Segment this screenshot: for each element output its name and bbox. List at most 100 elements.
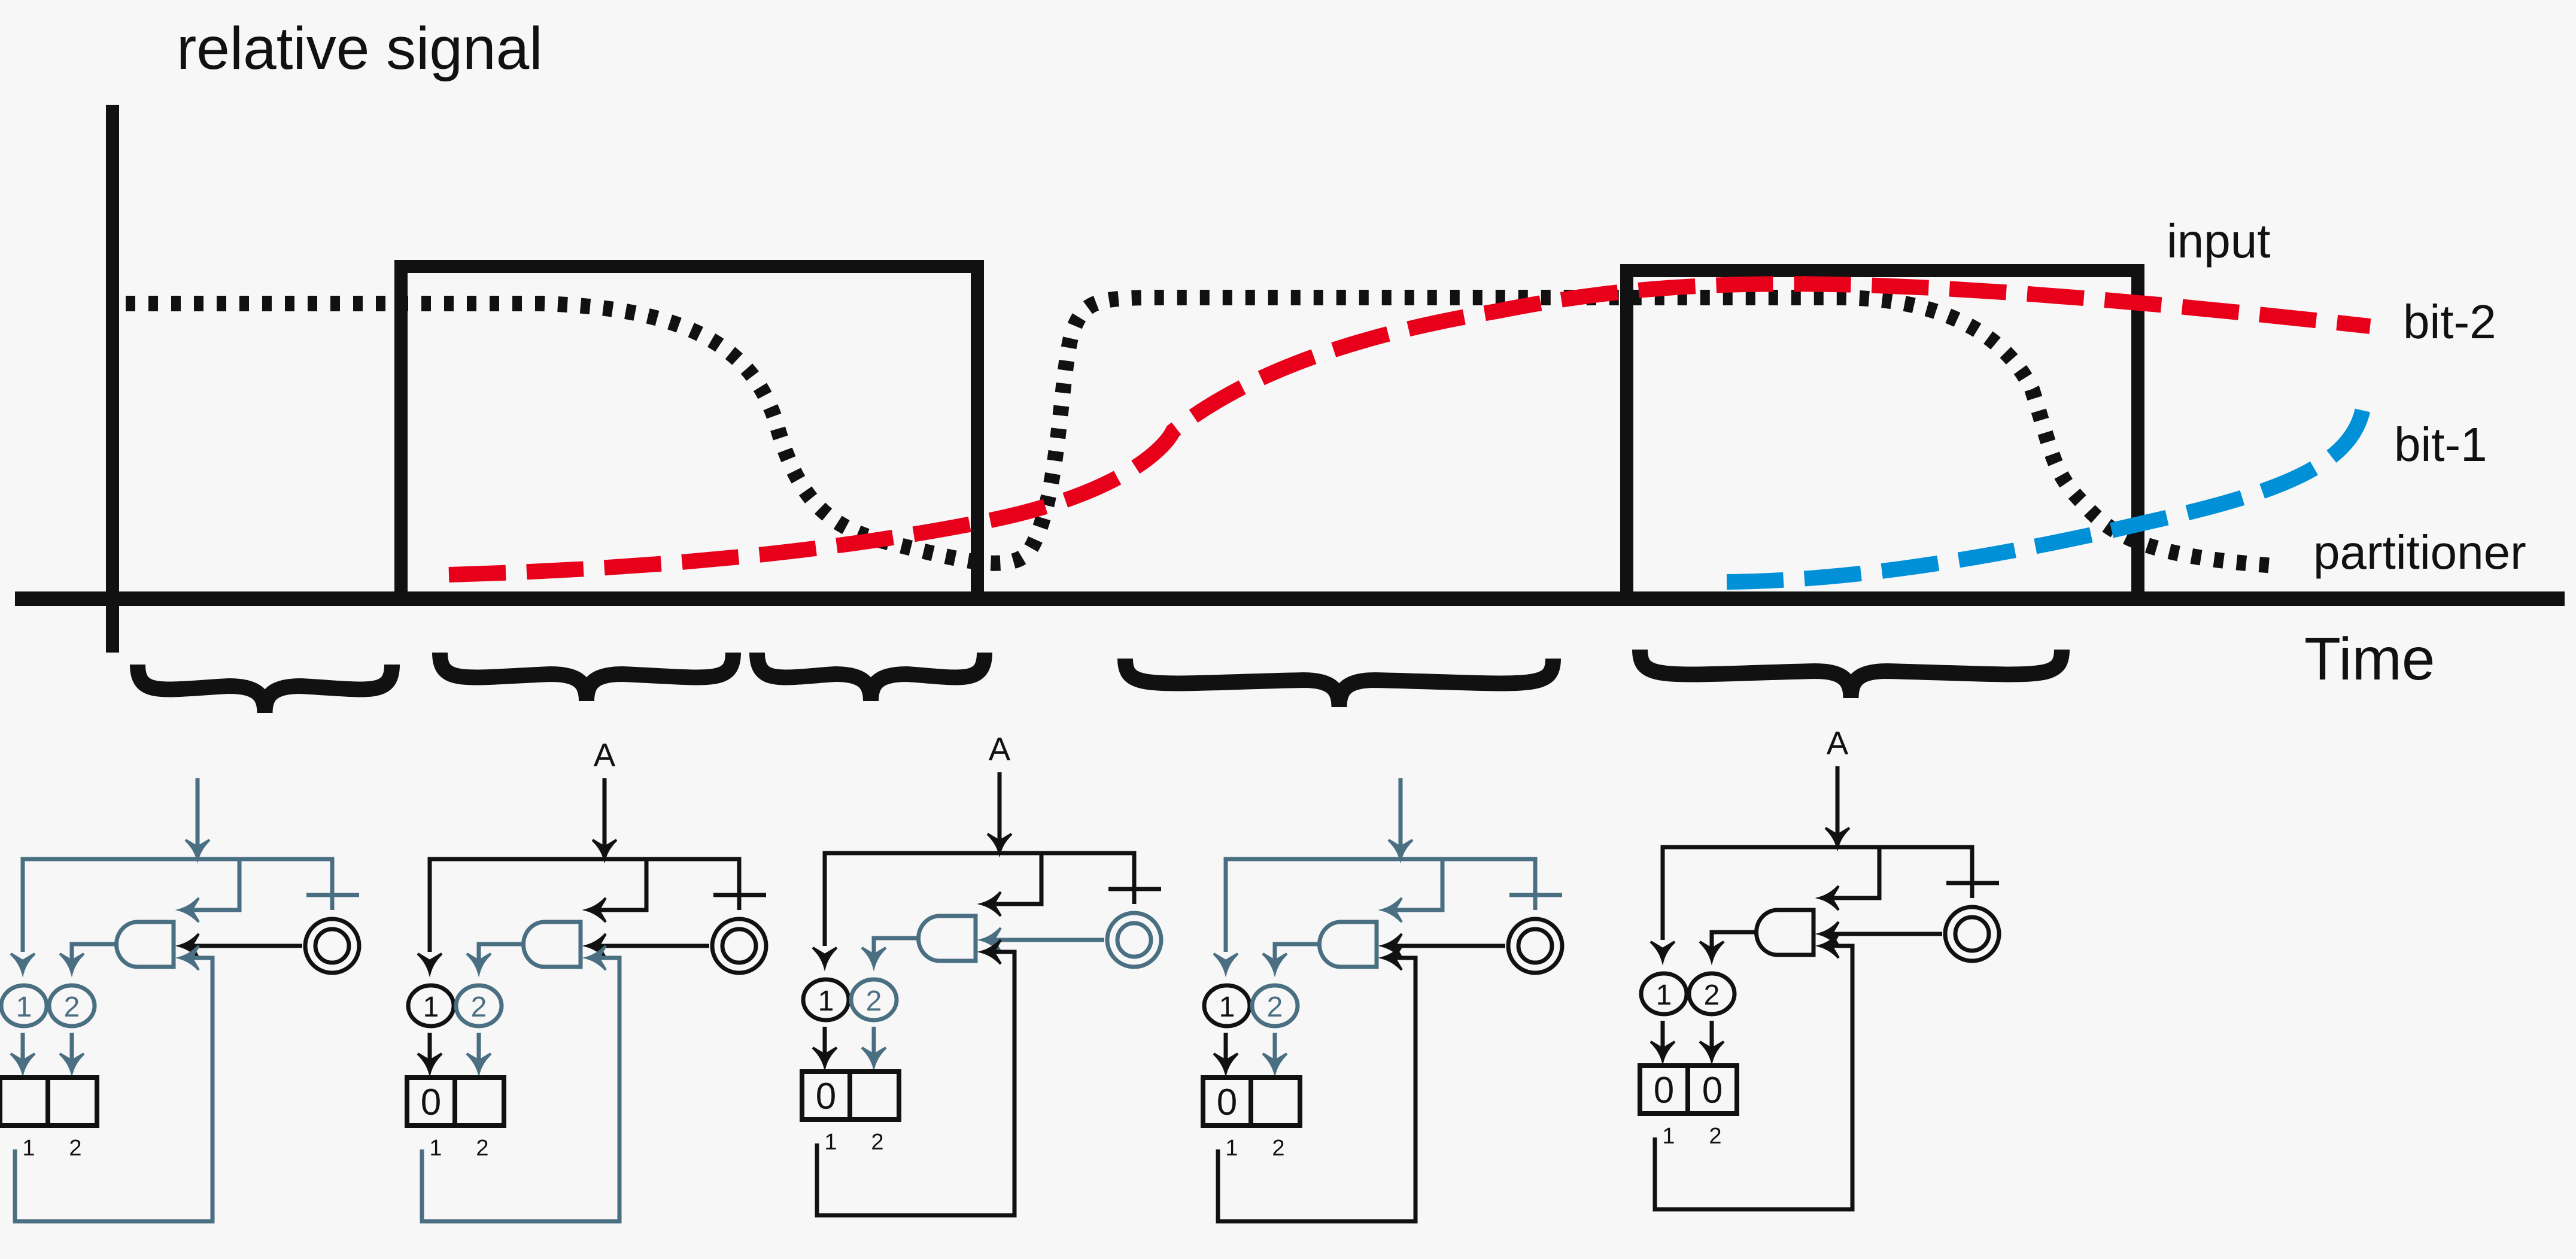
and-gate-icon	[521, 920, 583, 969]
arrowhead-icon	[10, 952, 36, 978]
time-brace	[432, 652, 741, 702]
time-braces	[130, 649, 2070, 714]
arrowhead-icon	[1815, 885, 1840, 911]
cell-index-1: 1	[1662, 1124, 1675, 1149]
node-1	[0, 983, 49, 1029]
arrowhead-icon	[1262, 952, 1288, 978]
arrowhead-icon	[417, 1052, 443, 1078]
time-brace	[749, 652, 992, 702]
cell-index-2: 2	[871, 1130, 883, 1155]
cell-index-1: 1	[429, 1136, 442, 1161]
arrowhead-icon	[582, 897, 607, 923]
input-label: A	[989, 730, 1011, 767]
arrowhead-icon	[812, 946, 838, 972]
input-label: A	[1827, 724, 1849, 762]
series-label-bit-2: bit-2	[2403, 295, 2496, 348]
node-2-label: 2	[64, 991, 80, 1023]
partitioner-curve	[126, 290, 2275, 574]
node-2-label: 2	[1704, 979, 1720, 1011]
arrowhead-icon	[59, 1052, 85, 1078]
node-2	[1687, 971, 1737, 1017]
and-gate-icon	[114, 920, 176, 969]
memory-cell-1-value: 0	[1217, 1082, 1237, 1123]
arrowhead-icon	[175, 897, 200, 923]
oscillator-icon	[1943, 905, 2001, 963]
arrowhead-icon	[812, 1046, 838, 1072]
node-1	[801, 977, 851, 1023]
node-1-label: 1	[818, 985, 834, 1017]
arrowhead-icon	[1213, 1052, 1239, 1078]
oscillator-icon	[303, 917, 362, 975]
memory-cell-2	[45, 1075, 99, 1128]
arrowhead-icon	[1815, 933, 1840, 959]
oscillator-icon	[1506, 917, 1565, 975]
oscillator-icon	[710, 917, 768, 975]
arrowhead-icon	[1650, 1040, 1676, 1066]
bit-2-curve	[448, 276, 2371, 583]
arrowhead-icon	[1213, 952, 1239, 978]
node-2	[47, 983, 97, 1029]
series-label-bit-1: bit-1	[2394, 418, 2487, 471]
time-brace	[1632, 649, 2070, 699]
y-axis-label: relative signal	[177, 15, 542, 82]
memory-cell-1-value: 0	[816, 1076, 836, 1117]
memory-cell-2-value: 0	[1702, 1070, 1723, 1111]
input-label: A	[594, 736, 616, 773]
node-1-label: 1	[16, 991, 32, 1023]
memory-cell-2	[1685, 1063, 1739, 1116]
arrowhead-icon	[175, 945, 200, 971]
node-2	[1250, 983, 1300, 1029]
and-gate-icon	[916, 914, 978, 963]
memory-cell-1	[0, 1075, 50, 1128]
cell-index-1: 1	[1225, 1136, 1238, 1161]
memory-cell-2	[1248, 1075, 1302, 1128]
arrowhead-icon	[1699, 941, 1725, 966]
node-2-label: 2	[1267, 991, 1283, 1023]
bit-1-curve	[1726, 400, 2372, 590]
series-label-input: input	[2167, 214, 2270, 268]
and-gate-icon	[1317, 920, 1379, 969]
input-pulse-2	[1620, 264, 2144, 599]
memory-cell-2	[847, 1069, 901, 1122]
arrowhead-icon	[10, 1052, 36, 1078]
memory-cell-1-value: 0	[1654, 1070, 1674, 1111]
arrowhead-icon	[977, 939, 1002, 965]
node-2-label: 2	[471, 991, 487, 1023]
cell-index-1: 1	[824, 1130, 837, 1155]
arrowhead-icon	[861, 1046, 887, 1072]
arrowhead-icon	[1378, 945, 1403, 971]
memory-cell-1-value: 0	[421, 1082, 441, 1123]
cell-index-1: 1	[22, 1136, 35, 1161]
node-2-label: 2	[866, 985, 882, 1017]
node-1	[406, 983, 456, 1029]
cell-index-2: 2	[476, 1136, 488, 1161]
arrowhead-icon	[466, 952, 492, 978]
arrowhead-icon	[59, 952, 85, 978]
arrowhead-icon	[1650, 941, 1676, 966]
and-gate-icon	[1754, 908, 1816, 957]
cell-index-2: 2	[1709, 1124, 1721, 1149]
node-2	[849, 977, 899, 1023]
node-1-label: 1	[1219, 991, 1235, 1023]
node-1	[1202, 983, 1252, 1029]
cell-index-2: 2	[1272, 1136, 1284, 1161]
cell-index-2: 2	[69, 1136, 81, 1161]
arrowhead-icon	[466, 1052, 492, 1078]
node-1-label: 1	[1656, 979, 1672, 1011]
series-label-partitioner: partitioner	[2313, 526, 2526, 579]
input-pulse-1	[394, 260, 984, 599]
node-1-label: 1	[423, 991, 439, 1023]
arrowhead-icon	[977, 891, 1002, 917]
arrowhead-icon	[417, 952, 443, 978]
oscillator-icon	[1105, 911, 1164, 969]
time-brace	[1117, 658, 1561, 708]
arrowhead-icon	[1699, 1040, 1725, 1066]
x-axis-label: Time	[2304, 626, 2435, 693]
node-2	[454, 983, 504, 1029]
